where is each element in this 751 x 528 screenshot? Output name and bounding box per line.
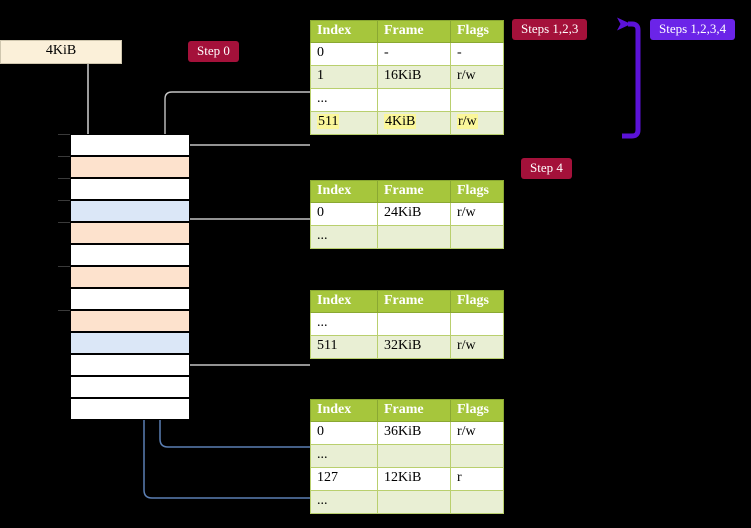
cell-flags: [450, 88, 504, 112]
column-header-index: Index: [310, 180, 378, 203]
cell-frame: 12KiB: [377, 467, 451, 491]
cell-flags: r/w: [450, 111, 504, 135]
memory-frame-row: [70, 354, 190, 376]
cell-frame: 36KiB: [377, 421, 451, 445]
memory-frame-row: [70, 200, 190, 222]
column-header-index: Index: [310, 399, 378, 422]
connector-pml4-511-to-grid: [178, 144, 310, 209]
memory-frame-row: [70, 156, 190, 178]
column-header-flags: Flags: [450, 399, 504, 422]
cell-flags: r/w: [450, 65, 504, 89]
memory-grid-tick: [58, 134, 70, 135]
memory-grid-tick: [58, 266, 70, 267]
cell-index: ...: [310, 444, 378, 468]
memory-frame-row: [70, 310, 190, 332]
cell-index: 0: [310, 202, 378, 226]
column-header-flags: Flags: [450, 290, 504, 313]
cell-frame: 16KiB: [377, 65, 451, 89]
memory-frame-row: [70, 178, 190, 200]
cell-frame: [377, 490, 451, 514]
cell-flags: r: [450, 467, 504, 491]
badge-steps-1-2-3: Steps 1,2,3: [512, 19, 588, 40]
cell-flags: [450, 225, 504, 249]
cell-frame: [377, 88, 451, 112]
cell-frame: [377, 225, 451, 249]
cell-index: 0: [310, 42, 378, 66]
memory-frame-row: [70, 398, 190, 420]
badge-step-4: Step 4: [521, 158, 572, 179]
cell-index: ...: [310, 88, 378, 112]
cell-index: 1: [310, 65, 378, 89]
table-row[interactable]: ...: [310, 490, 504, 514]
cell-flags: [450, 444, 504, 468]
cell-index: 511: [310, 111, 378, 135]
cell-frame: 32KiB: [377, 335, 451, 359]
memory-grid-tick: [58, 222, 70, 223]
column-header-frame: Frame: [377, 290, 451, 313]
memory-grid-tick: [58, 156, 70, 157]
memory-frame-row: [70, 222, 190, 244]
column-header-frame: Frame: [377, 180, 451, 203]
cell-frame: 4KiB: [377, 111, 451, 135]
cell-index: ...: [310, 225, 378, 249]
column-header-frame: Frame: [377, 399, 451, 422]
memory-grid-tick: [58, 178, 70, 179]
column-header-index: Index: [310, 20, 378, 43]
cell-index: ...: [310, 312, 378, 336]
column-header-frame: Frame: [377, 20, 451, 43]
badge-steps-1-2-3-4: Steps 1,2,3,4: [650, 19, 736, 40]
cell-flags: r/w: [450, 421, 504, 445]
memory-frame-row: [70, 266, 190, 288]
cell-index: ...: [310, 490, 378, 514]
cell-flags: [450, 490, 504, 514]
cell-index: 0: [310, 421, 378, 445]
cell-index: 511: [310, 335, 378, 359]
purple-bracket-arrow: [617, 17, 641, 139]
memory-frame-row: [70, 134, 190, 156]
cell-flags: [450, 312, 504, 336]
memory-grid-tick: [58, 310, 70, 311]
badge-step-0: Step 0: [188, 41, 239, 62]
cell-frame: [377, 444, 451, 468]
cell-flags: r/w: [450, 335, 504, 359]
cell-frame: 24KiB: [377, 202, 451, 226]
column-header-flags: Flags: [450, 180, 504, 203]
memory-frame-row: [70, 244, 190, 266]
table-row[interactable]: ...: [310, 225, 504, 249]
memory-frame-row: [70, 332, 190, 354]
table-row[interactable]: ...: [310, 444, 504, 468]
cell-frame: -: [377, 42, 451, 66]
table-row[interactable]: ...: [310, 88, 504, 112]
memory-frame-row: [70, 376, 190, 398]
cell-flags: -: [450, 42, 504, 66]
column-header-index: Index: [310, 290, 378, 313]
memory-grid-tick: [58, 200, 70, 201]
cell-index: 127: [310, 467, 378, 491]
column-header-flags: Flags: [450, 20, 504, 43]
memory-frame-row: [70, 288, 190, 310]
table-row[interactable]: 0--: [310, 42, 504, 66]
connector-pd-to-grid: [178, 314, 310, 366]
memory-grid: [58, 134, 190, 420]
table-row[interactable]: ...: [310, 312, 504, 336]
cell-flags: r/w: [450, 202, 504, 226]
connector-pdpt-to-grid: [178, 218, 310, 260]
cell-frame: [377, 312, 451, 336]
memory-size-label: 4KiB: [0, 40, 122, 64]
